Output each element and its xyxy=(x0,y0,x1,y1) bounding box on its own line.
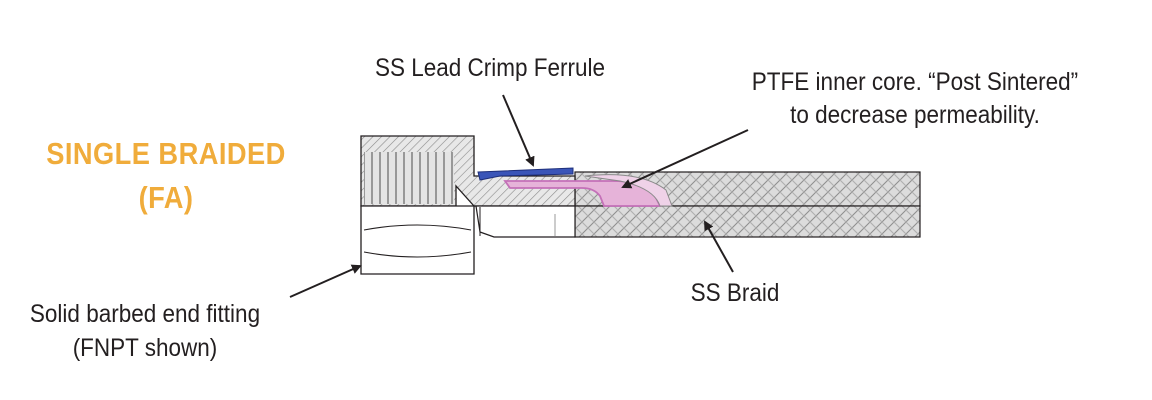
title-line-1: SINGLE BRAIDED xyxy=(46,136,286,171)
braid-arrow xyxy=(704,220,734,273)
title-line-2: (FA) xyxy=(138,180,194,215)
fitting-arrow xyxy=(289,264,362,298)
label-ptfe-core-line-1: PTFE inner core. “Post Sintered” xyxy=(751,68,1079,96)
barb-nipple xyxy=(474,205,576,238)
fitting-threads xyxy=(364,152,454,204)
hex-nut xyxy=(360,205,475,275)
label-ptfe-core-line-2: to decrease permeability. xyxy=(790,101,1040,129)
ptfe-core-arrow xyxy=(621,129,749,189)
label-ferrule: SS Lead Crimp Ferrule xyxy=(374,54,606,82)
ss-braid-lower xyxy=(574,205,921,238)
ferrule-arrow xyxy=(502,94,535,167)
ss-lead-crimp-ferrule xyxy=(477,167,574,181)
label-fitting-line-2: (FNPT shown) xyxy=(72,334,218,362)
label-fitting-line-1: Solid barbed end fitting xyxy=(29,300,261,328)
label-ss-braid: SS Braid xyxy=(690,279,780,307)
